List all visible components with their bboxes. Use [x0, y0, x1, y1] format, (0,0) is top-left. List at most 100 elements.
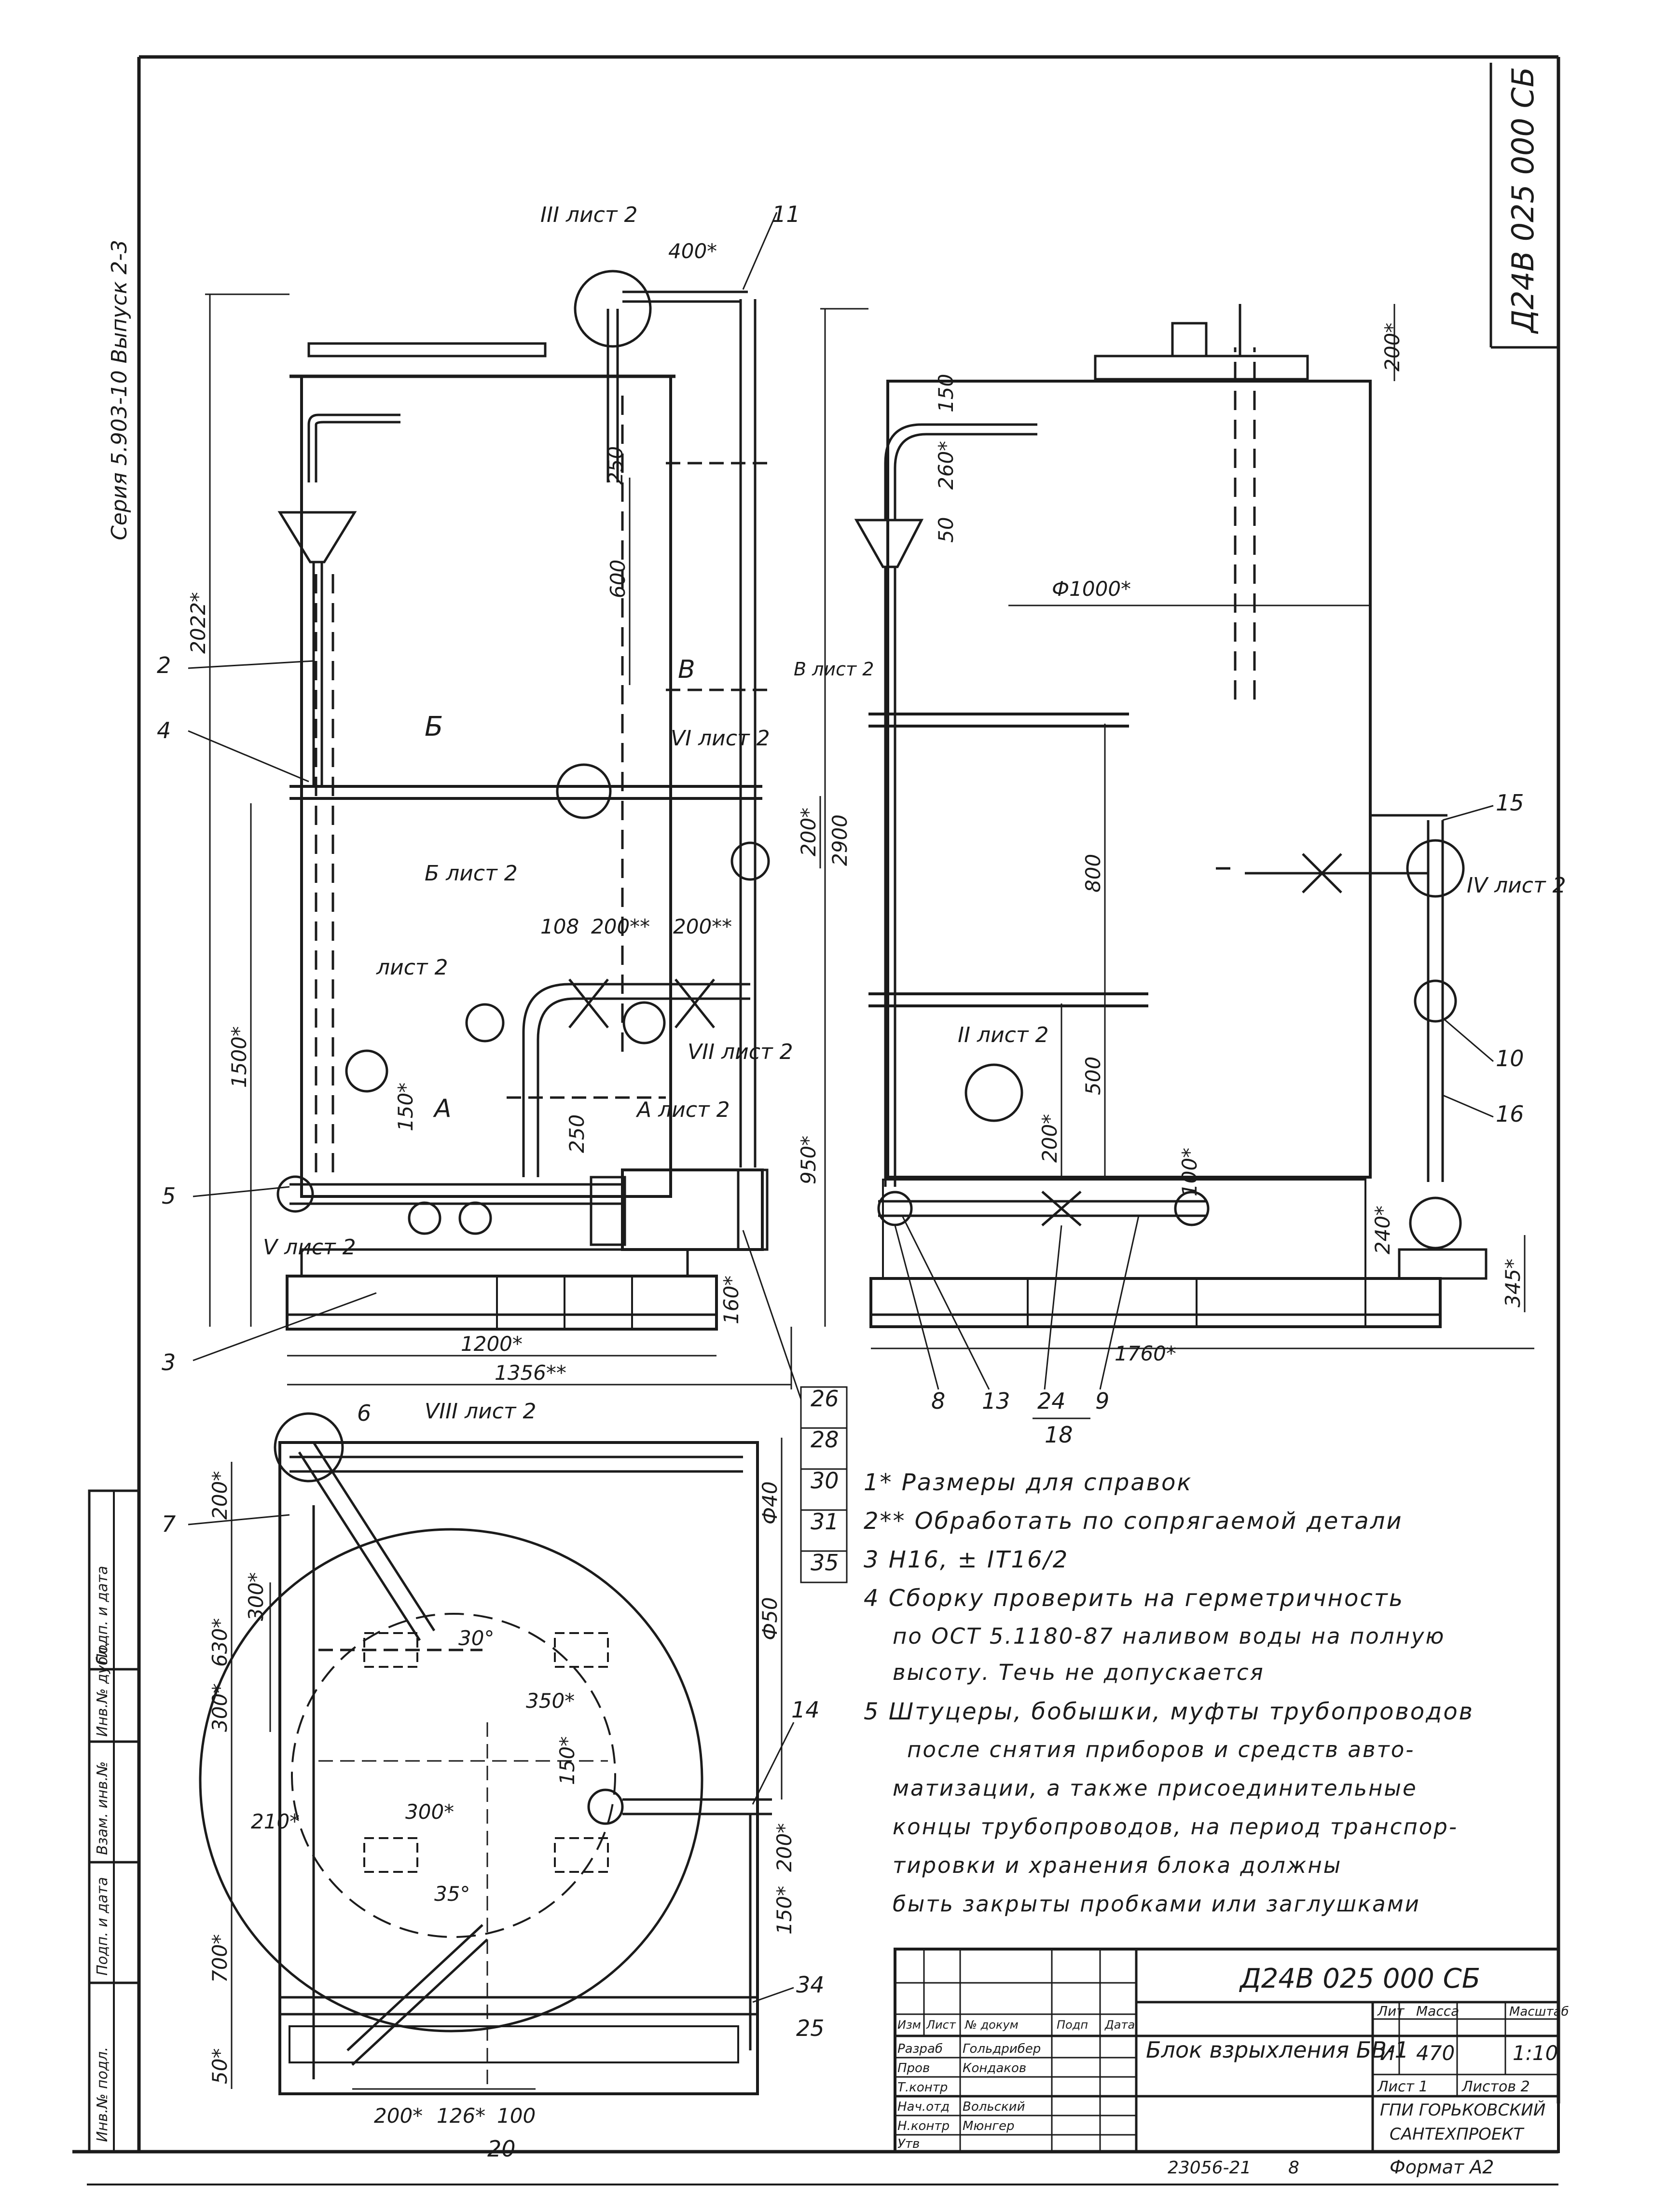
position-2: 2: [157, 652, 171, 678]
stamp-scale-header: Масштаб: [1509, 2005, 1569, 2019]
side-dim-6: 500: [1081, 1057, 1105, 1095]
plan-dim-14: 150*: [555, 1736, 579, 1785]
position-26: 26: [811, 1386, 839, 1412]
section-mark-a: А: [433, 1094, 452, 1123]
title-block-text: Д24В 025 000 СБ Блок взрыхления БВ-1 Лит…: [897, 1963, 1569, 2178]
side-strip-label-0: Инв.№ подл.: [94, 2047, 111, 2142]
position-5: 5: [162, 1183, 176, 1209]
section-mark-v: В: [678, 655, 695, 684]
note-5-line2: после снятия приборов и средств авто-: [907, 1737, 1415, 1762]
plan-dim-4: 210*: [251, 1810, 300, 1833]
side-dim-7: 200*: [1038, 1114, 1061, 1163]
position-leaders-front: [188, 212, 848, 1583]
side-strip-label-3: Инв.№ дубл.: [94, 1642, 111, 1737]
plan-dim-10: 350*: [526, 1689, 575, 1713]
front-dim-11: 150*: [394, 1083, 417, 1131]
plan-dim-17: Ф40: [758, 1481, 782, 1525]
position-4: 4: [157, 717, 171, 743]
position-10: 10: [1496, 1045, 1524, 1072]
position-9: 9: [1095, 1388, 1109, 1414]
plan-dim-1: 630*: [208, 1618, 232, 1667]
stamp-col-1: Лист: [926, 2018, 956, 2032]
front-dim-10: 250: [565, 1114, 589, 1153]
title-designation: Д24В 025 000 СБ: [1239, 1963, 1480, 1994]
side-dim-4: Ф1000*: [1052, 577, 1131, 601]
front-dim-2: 600: [606, 560, 630, 598]
side-ref-ii: II лист 2: [958, 1023, 1048, 1047]
stamp-mass-header: Масса: [1416, 2003, 1459, 2019]
front-dim-12: 950*: [797, 1136, 820, 1184]
position-18: 18: [1045, 1422, 1073, 1448]
plan-dim-9: 100: [497, 2104, 536, 2128]
section-mark-a-sheet: А лист 2: [635, 1098, 730, 1122]
note-3: 3 Н16, ± IT16/2: [864, 1546, 1069, 1573]
front-dim-14: 1200*: [461, 1332, 523, 1356]
position-7: 7: [162, 1511, 176, 1537]
front-dim-15: 1356**: [495, 1361, 566, 1385]
front-dim-3: 2900: [828, 814, 852, 866]
plan-dim-2: 300*: [244, 1572, 268, 1621]
note-5-line5: тировки и хранения блока должны: [893, 1853, 1342, 1878]
stamp-col-4: Дата: [1104, 2018, 1135, 2032]
side-dim-10: 345*: [1501, 1259, 1525, 1307]
stamp-col-0: Изм: [897, 2018, 921, 2032]
stamp-sheets: Листов 2: [1461, 2078, 1530, 2095]
note-4-line3: высоту. Течь не допускается: [893, 1660, 1265, 1685]
position-28: 28: [811, 1427, 839, 1453]
plan-dim-15: 200*: [772, 1823, 796, 1872]
position-8: 8: [931, 1388, 945, 1414]
stamp-row-5-role: Утв: [897, 2137, 920, 2151]
note-4: 4 Сборку проверить на герметричность: [864, 1585, 1405, 1612]
plan-dim-16: 150*: [772, 1886, 796, 1935]
front-dim-5: 1500*: [227, 1026, 251, 1088]
detail-ref-sheet2: лист 2: [376, 955, 448, 980]
plan-dim-12: 30°: [458, 1626, 494, 1650]
position-leaders-plan: [188, 1514, 795, 2003]
position-13: 13: [982, 1388, 1010, 1414]
front-dim-9: 200**: [673, 915, 732, 938]
section-mark-v-sheet: В лист 2: [794, 659, 874, 680]
stamp-sheet: Лист 1: [1377, 2078, 1428, 2095]
stamp-row-3-name: Вольский: [963, 2100, 1025, 2114]
stamp-row-0-role: Разраб: [897, 2042, 943, 2056]
side-strip: Инв.№ подл. Подп. и дата Взам. инв.№ Инв…: [88, 1489, 140, 2153]
stamp-scale-value: 1:10: [1513, 2041, 1558, 2065]
position-6: 6: [357, 1400, 371, 1426]
side-dim-3: 50: [934, 517, 958, 543]
stamp-mass-value: 470: [1416, 2041, 1455, 2065]
side-dim-11: 1760*: [1115, 1342, 1176, 1365]
detail-ref-viii: VIII лист 2: [425, 1399, 537, 1424]
stamp-row-2-role: Т.контр: [897, 2080, 948, 2095]
note-5-line6: быть закрыты пробками или заглушками: [893, 1891, 1420, 1917]
front-dim-7: 108: [540, 915, 579, 938]
designation-box: Д24В 025 000 СБ: [1489, 63, 1558, 349]
stamp-row-4-role: Н.контр: [897, 2119, 950, 2133]
side-strip-label-1: Подп. и дата: [94, 1877, 111, 1976]
note-4-line2: по ОСТ 5.1180-87 наливом воды на полную: [893, 1623, 1446, 1649]
position-34: 34: [796, 1972, 825, 1998]
note-5-line3: матизации, а также присоединительные: [893, 1775, 1418, 1801]
stamp-row-0-name: Гольдрибер: [963, 2042, 1041, 2056]
position-leaders-side: [894, 805, 1494, 1419]
position-31: 31: [811, 1509, 839, 1535]
plan-dim-13: 35°: [434, 1882, 470, 1906]
stamp-lit-value: И: [1380, 2041, 1395, 2065]
position-15: 15: [1496, 790, 1524, 816]
front-dim-8: 200**: [591, 915, 650, 938]
plan-view: [199, 1412, 783, 2095]
side-dim-0: 200*: [1380, 323, 1404, 371]
side-view: [854, 304, 1534, 1349]
note-1: 1* Размеры для справок: [864, 1469, 1193, 1496]
plan-view-labels: 200* 630* 300* 300* 210* 700* 50* 200* 1…: [162, 1471, 825, 2162]
front-dim-0: 400*: [668, 239, 717, 263]
position-35: 35: [811, 1550, 839, 1576]
title-block: [894, 1948, 1560, 2153]
designation-vertical: Д24В 025 000 СБ: [1505, 67, 1541, 335]
stamp-row-1-name: Кондаков: [963, 2061, 1026, 2075]
side-ref-iv: IV лист 2: [1467, 873, 1566, 898]
front-dim-6: 200*: [797, 808, 820, 856]
plan-dim-18: Ф50: [758, 1597, 782, 1640]
format-label: Формат А2: [1390, 2157, 1494, 2178]
side-dim-9: 240*: [1371, 1206, 1394, 1254]
